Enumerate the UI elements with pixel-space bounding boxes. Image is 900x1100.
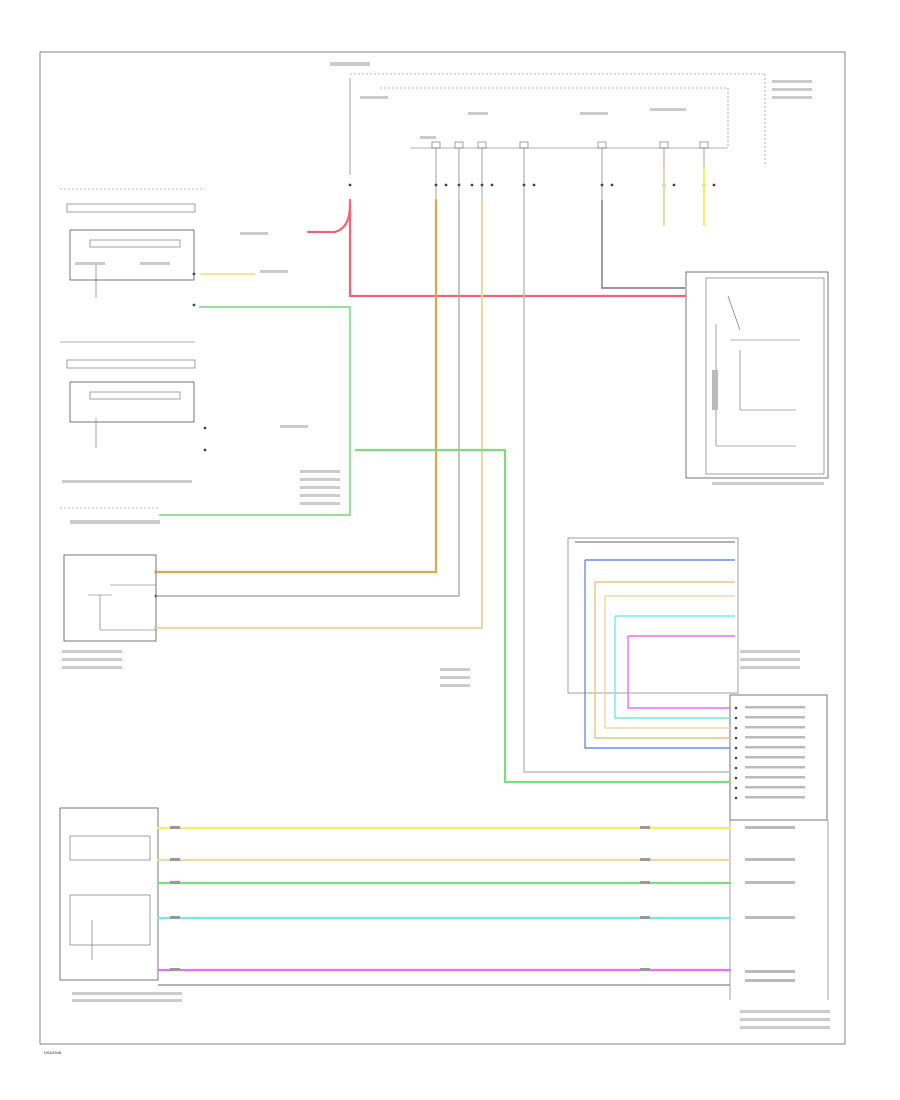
throttle-body <box>59 807 182 1002</box>
diagram-code: HSA3948 <box>44 1050 62 1055</box>
accelerator-pedal-sensor <box>62 554 158 669</box>
wire-harness <box>154 166 735 986</box>
instrument-cluster-section <box>60 480 192 524</box>
engine-control-module <box>567 537 830 1029</box>
right-switch-module <box>685 271 829 485</box>
top-power-section <box>330 62 812 200</box>
left-module-middle <box>60 341 207 452</box>
wire-labels <box>170 232 805 982</box>
left-module-upper <box>60 188 205 307</box>
diagram-frame <box>39 51 846 1045</box>
